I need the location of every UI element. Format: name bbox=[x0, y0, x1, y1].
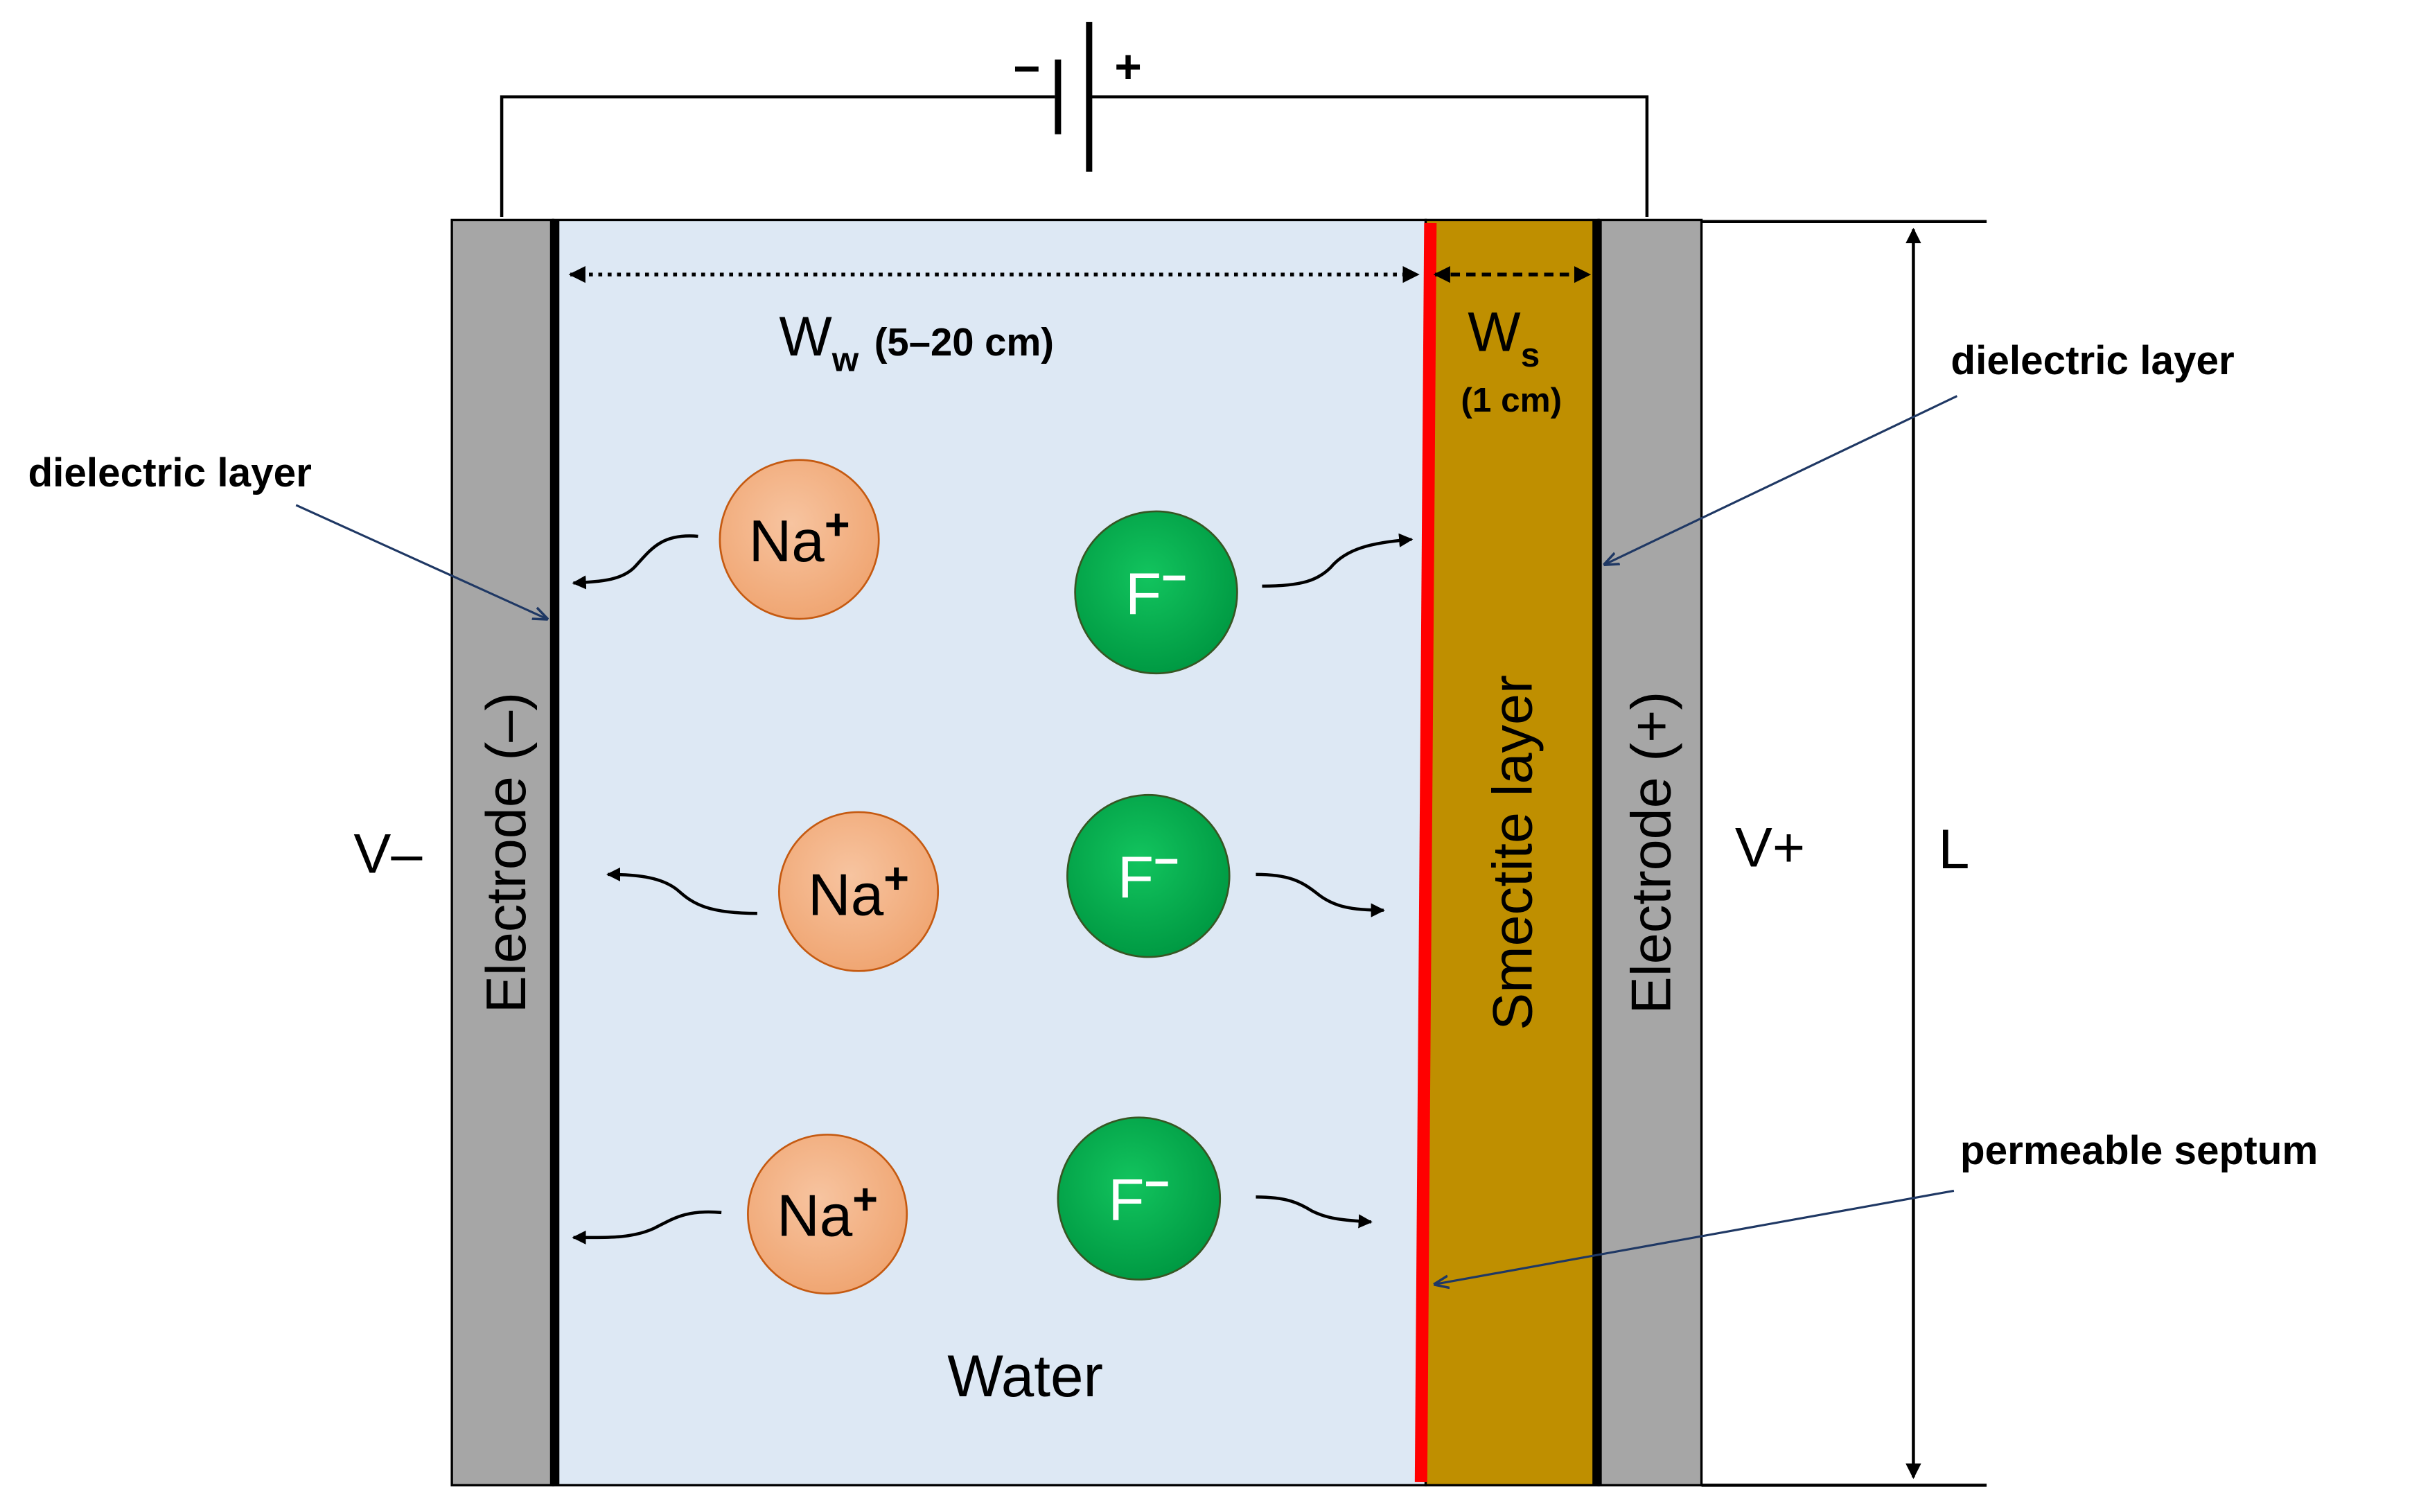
ion-migration-arrows bbox=[572, 533, 1414, 1245]
dielectric-left-pointer bbox=[295, 504, 547, 619]
na-arrow-2 bbox=[606, 867, 757, 915]
sodium-ion: Na+ bbox=[747, 1134, 908, 1295]
na-arrow-3 bbox=[572, 1210, 722, 1245]
f-arrow-2 bbox=[1256, 872, 1385, 917]
svg-text:Na+: Na+ bbox=[749, 500, 850, 574]
fluoride-ion: F− bbox=[1066, 793, 1231, 958]
smectite-width-dimension: Ws (1 cm) bbox=[1433, 266, 1592, 419]
dielectric-right-pointer bbox=[1605, 395, 1958, 565]
svg-text:Na+: Na+ bbox=[777, 1175, 878, 1249]
sodium-ion: Na+ bbox=[719, 459, 880, 620]
svg-text:F−: F− bbox=[1118, 837, 1179, 911]
smectite-width-label: Ws bbox=[1468, 301, 1540, 373]
permeable-septum-line bbox=[1414, 222, 1437, 1482]
callout-pointers bbox=[295, 395, 1958, 1285]
battery-symbol: − + bbox=[1013, 21, 1142, 172]
dielectric-layer-right-label: dielectric layer bbox=[1951, 338, 2234, 383]
length-label: L bbox=[1938, 818, 1969, 881]
sodium-ion: Na+ bbox=[778, 811, 940, 972]
electrode-negative bbox=[450, 218, 554, 1487]
circuit-wire bbox=[500, 95, 1649, 217]
water-width-dimension: Ww(5–20 cm) bbox=[568, 266, 1420, 379]
smectite-layer-label: Smectite layer bbox=[1481, 675, 1544, 1030]
voltage-negative-label: V– bbox=[353, 823, 422, 886]
dielectric-layer-left-label: dielectric layer bbox=[28, 450, 311, 495]
electrode-positive bbox=[1597, 218, 1703, 1487]
length-dimension: L bbox=[1701, 220, 1987, 1487]
battery-minus-sign: − bbox=[1013, 43, 1040, 95]
f-arrow-1 bbox=[1262, 533, 1414, 588]
f-arrow-3 bbox=[1256, 1195, 1373, 1229]
electrode-positive-label: Electrode (+) bbox=[1621, 692, 1683, 1014]
voltage-positive-label: V+ bbox=[1735, 817, 1805, 879]
water-region bbox=[552, 218, 1427, 1487]
electrode-negative-label: Electrode (–) bbox=[475, 692, 538, 1013]
svg-text:F−: F− bbox=[1125, 554, 1187, 627]
septum-pointer bbox=[1435, 1189, 1955, 1284]
water-width-label: Ww(5–20 cm) bbox=[779, 306, 1054, 378]
fluoride-ion: F− bbox=[1074, 510, 1238, 675]
na-arrow-1 bbox=[572, 534, 698, 590]
svg-text:Na+: Na+ bbox=[808, 854, 909, 928]
battery-plus-sign: + bbox=[1114, 42, 1141, 94]
water-label: Water bbox=[947, 1344, 1103, 1409]
smectite-width-range: (1 cm) bbox=[1461, 381, 1562, 419]
fluoride-ion: F− bbox=[1057, 1116, 1222, 1281]
svg-text:F−: F− bbox=[1108, 1160, 1170, 1233]
permeable-septum-label: permeable septum bbox=[1960, 1128, 2318, 1173]
